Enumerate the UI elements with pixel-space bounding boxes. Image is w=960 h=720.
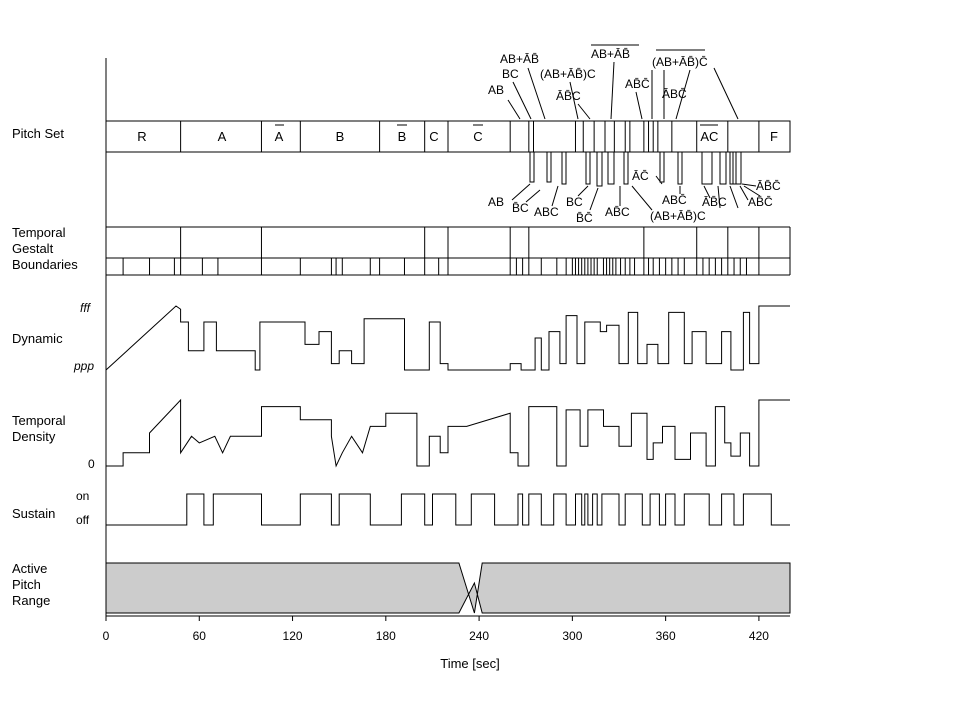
lower-annotation: BC bbox=[566, 195, 583, 209]
lower-annotation: ĀB̄C bbox=[702, 195, 727, 209]
level-fff: fff bbox=[80, 301, 92, 315]
x-tick-label: 120 bbox=[283, 629, 303, 643]
x-tick-label: 60 bbox=[193, 629, 207, 643]
pitch-upper-annotations: AB BC AB+ĀB̄ (AB+ĀB̄)C ĀB̄C AB+ĀB̄ AB̄C̄… bbox=[488, 47, 708, 103]
x-tick-label: 180 bbox=[376, 629, 396, 643]
label-active-pitch-range-1: Active bbox=[12, 561, 47, 576]
label-temporal-density-2: Density bbox=[12, 429, 56, 444]
label-pitch-set: Pitch Set bbox=[12, 126, 64, 141]
pitch-lower-annotations: AB B̄C ABC BC B̄C̄ AB̄C (AB+ĀB̄)C ĀC̄ AB… bbox=[488, 169, 781, 225]
x-tick-label: 240 bbox=[469, 629, 489, 643]
x-tick-label: 420 bbox=[749, 629, 769, 643]
x-axis-ticks: 0 60 120 180 240 300 360 420 bbox=[103, 616, 769, 643]
pitch-segment-label: B bbox=[398, 129, 407, 144]
upper-annotation: (AB+ĀB̄)C bbox=[540, 67, 596, 81]
temporal-density-series bbox=[106, 398, 790, 468]
x-tick-label: 300 bbox=[562, 629, 582, 643]
pitch-segment-label: C bbox=[709, 129, 718, 144]
lower-annotation: ABC bbox=[534, 205, 559, 219]
level-density-zero: 0 bbox=[88, 457, 95, 471]
pitch-upper-overbars bbox=[591, 44, 705, 51]
dynamic-series bbox=[105, 305, 790, 371]
label-temporal-gestalt-1: Temporal bbox=[12, 225, 66, 240]
pitch-set-lower-steps bbox=[529, 152, 742, 187]
lower-annotation: ĀC̄ bbox=[632, 169, 649, 183]
x-tick-label: 0 bbox=[103, 629, 110, 643]
lower-annotation: (AB+ĀB̄)C bbox=[650, 209, 706, 223]
pitch-segment-label: F bbox=[770, 129, 778, 144]
pitch-set-segment-labels: R A A B B C C A C F bbox=[137, 129, 778, 144]
upper-annotation: AB+ĀB̄ bbox=[591, 47, 630, 61]
level-ppp: ppp bbox=[73, 359, 94, 373]
upper-annotation: ĀB̄C bbox=[556, 89, 581, 103]
label-temporal-gestalt-2: Gestalt bbox=[12, 241, 54, 256]
lower-annotation: AB̄C̄ bbox=[748, 195, 773, 209]
temporal-gestalt-grid bbox=[105, 226, 791, 276]
pitch-lower-arrows bbox=[511, 175, 761, 211]
pitch-set-boundaries bbox=[105, 121, 791, 152]
upper-annotation: (AB+ĀB̄)C̄ bbox=[652, 55, 708, 69]
upper-annotation: ĀBC̄ bbox=[662, 87, 687, 101]
pitch-segment-label: A bbox=[700, 129, 709, 144]
pitch-segment-label: C bbox=[473, 129, 482, 144]
pitch-upper-arrows bbox=[507, 61, 739, 120]
lower-annotation: AB bbox=[488, 195, 504, 209]
pitch-segment-label: C bbox=[429, 129, 438, 144]
label-active-pitch-range-2: Pitch bbox=[12, 577, 41, 592]
lower-annotation: B̄C̄ bbox=[576, 211, 593, 225]
lower-annotation: AB̄C bbox=[605, 205, 630, 219]
active-pitch-range-area bbox=[105, 562, 791, 614]
upper-annotation: AB+ĀB̄ bbox=[500, 52, 539, 66]
lower-annotation: ĀB̄C̄ bbox=[756, 179, 781, 193]
x-axis-title: Time [sec] bbox=[440, 656, 499, 671]
pitch-segment-label: B bbox=[336, 129, 345, 144]
upper-annotation: AB̄C̄ bbox=[625, 77, 650, 91]
lower-annotation: ABC̄ bbox=[662, 193, 687, 207]
label-active-pitch-range-3: Range bbox=[12, 593, 50, 608]
level-sustain-off: off bbox=[76, 513, 90, 527]
upper-annotation: BC bbox=[502, 67, 519, 81]
lower-annotation: B̄C bbox=[512, 201, 529, 215]
label-sustain: Sustain bbox=[12, 506, 55, 521]
pitch-segment-label: A bbox=[275, 129, 284, 144]
label-temporal-density-1: Temporal bbox=[12, 413, 66, 428]
pitch-segment-label: R bbox=[137, 129, 146, 144]
label-dynamic: Dynamic bbox=[12, 331, 63, 346]
label-temporal-gestalt-3: Boundaries bbox=[12, 257, 78, 272]
level-sustain-on: on bbox=[76, 489, 89, 503]
pitch-segment-label: A bbox=[218, 129, 227, 144]
x-tick-label: 360 bbox=[656, 629, 676, 643]
upper-annotation: AB bbox=[488, 83, 504, 97]
sustain-series bbox=[106, 493, 790, 526]
